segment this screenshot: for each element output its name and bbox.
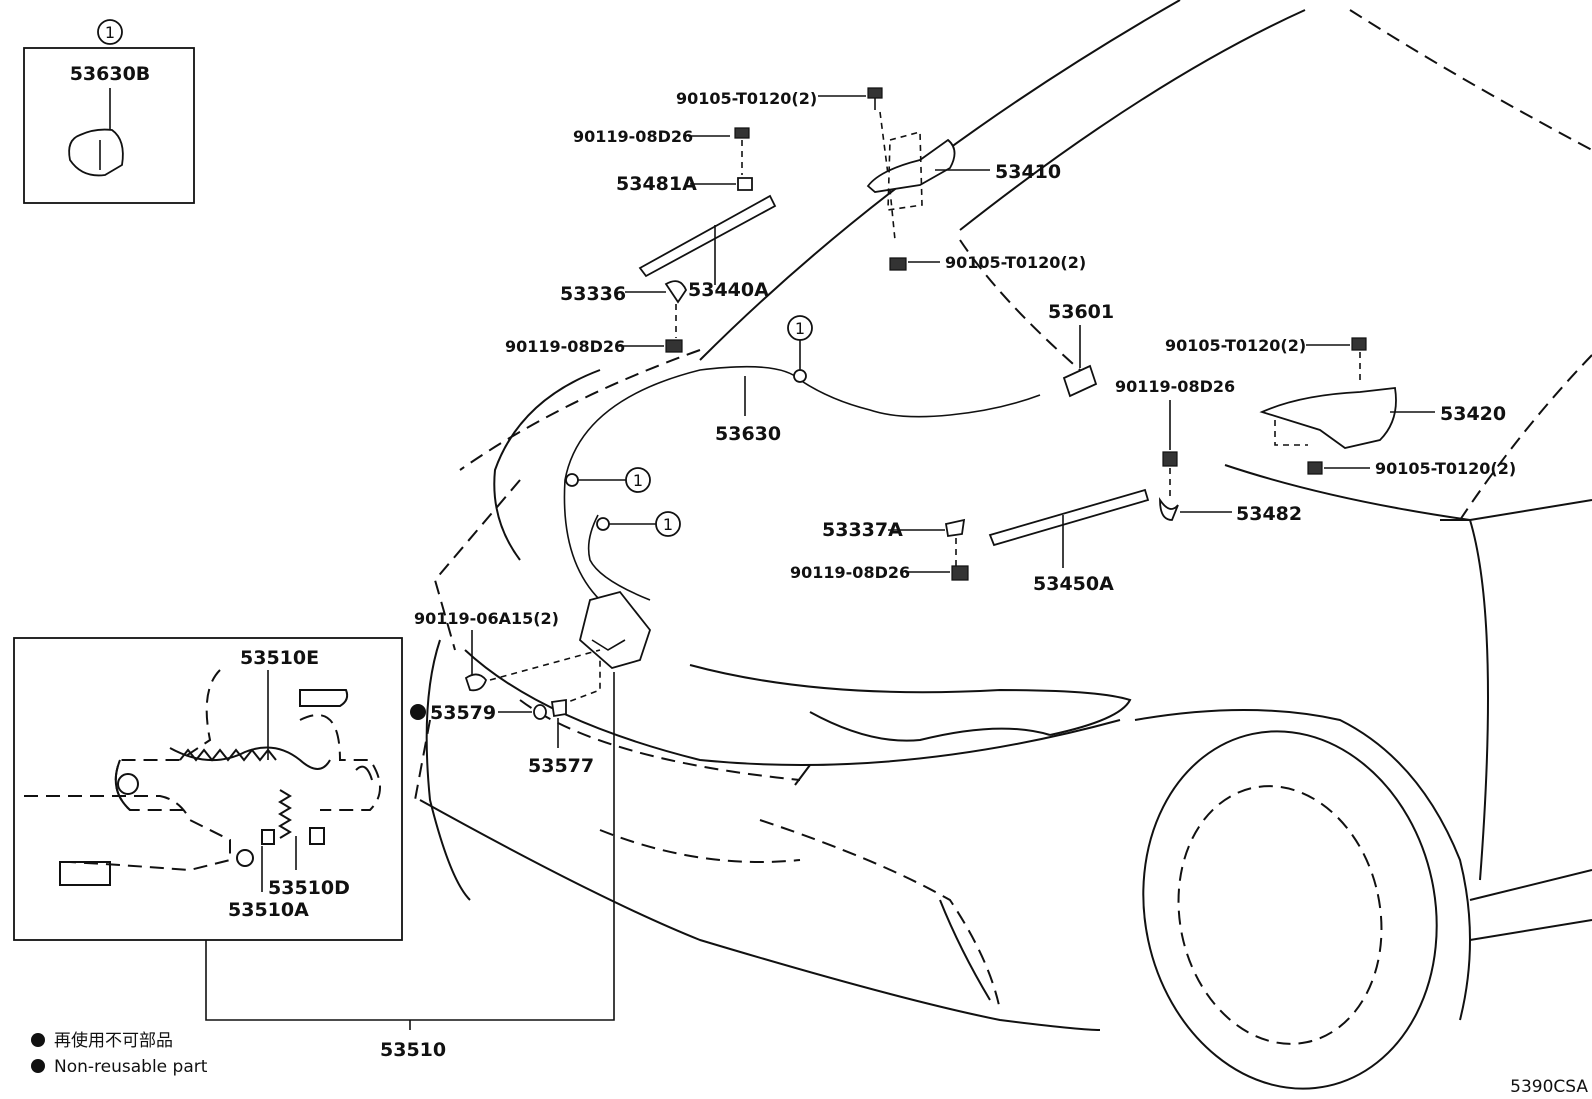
bolt-icon xyxy=(889,257,907,271)
bolt-icon xyxy=(1351,337,1367,351)
bolt-icon xyxy=(665,339,683,353)
cushion-53579 xyxy=(533,704,547,720)
label-90105-t0120-r2: 90105-T0120(2) xyxy=(1375,459,1516,478)
bracket-53337a xyxy=(944,518,966,538)
bolt-icon xyxy=(464,673,488,692)
ref-marker-1: 1 xyxy=(663,515,673,534)
label-53601: 53601 xyxy=(1048,301,1114,323)
label-53630b: 53630B xyxy=(70,63,151,85)
hood-lock-cable: 1 1 1 53630 xyxy=(563,315,1041,601)
legend-line-jp: 再使用不可部品 xyxy=(54,1030,173,1051)
label-90105-t0120-r1: 90105-T0120(2) xyxy=(1165,336,1306,355)
hood-lock-53510 xyxy=(578,590,652,669)
spring-53510e xyxy=(169,746,331,770)
bolt-icon xyxy=(1162,451,1178,467)
label-53577: 53577 xyxy=(528,755,594,777)
label-53630: 53630 xyxy=(715,423,781,445)
bolt-icon xyxy=(951,565,969,581)
gas-strut-53440a xyxy=(638,194,777,278)
bracket-53481a xyxy=(737,177,753,191)
label-53440a: 53440A xyxy=(688,279,769,301)
bolt-icon xyxy=(734,127,750,139)
label-53337a: 53337A xyxy=(822,519,903,541)
ref-marker-1: 1 xyxy=(633,471,643,490)
label-53510a: 53510A xyxy=(228,899,309,921)
release-handle-53601 xyxy=(1062,364,1098,398)
label-53510: 53510 xyxy=(380,1039,446,1061)
spring-53510d xyxy=(278,789,292,839)
hood-release-handle: 53601 xyxy=(1048,301,1114,398)
legend: 再使用不可部品 Non-reusable part xyxy=(31,1030,208,1077)
bracket-53336 xyxy=(664,280,688,304)
label-90119-08d26-b: 90119-08D26 xyxy=(505,337,625,356)
ref-marker-1: 1 xyxy=(795,319,805,338)
label-90119-08d26-a: 90119-08D26 xyxy=(573,127,693,146)
hood-hinge-rh: 90105-T0120(2) 53420 90105-T0120(2) xyxy=(1165,336,1516,478)
hood-hinge-53420 xyxy=(1259,387,1397,449)
label-90105-t0120-top: 90105-T0120(2) xyxy=(676,89,817,108)
label-53450a: 53450A xyxy=(1033,573,1114,595)
label-53336: 53336 xyxy=(560,283,626,305)
non-reusable-dot xyxy=(410,704,426,720)
label-90105-t0120-mid: 90105-T0120(2) xyxy=(945,253,1086,272)
hood-support-lh: 90119-08D26 53481A 53440A 53336 90119-08… xyxy=(505,127,777,356)
legend-line-en: Non-reusable part xyxy=(54,1057,208,1077)
hood-hinge-53410 xyxy=(866,138,956,193)
label-90119-06a15: 90119-06A15(2) xyxy=(414,609,559,628)
bolt-icon xyxy=(1307,461,1323,475)
figure-code: 5390CSA xyxy=(1510,1077,1588,1097)
bracket-53482 xyxy=(1159,497,1179,521)
label-90119-08d26-d: 90119-08D26 xyxy=(790,563,910,582)
hood-hinge-lh: 90105-T0120(2) 53410 90105-T0120(2) xyxy=(676,87,1086,272)
label-53579: 53579 xyxy=(430,702,496,724)
clip-53577 xyxy=(550,698,567,718)
label-53510d: 53510D xyxy=(268,877,350,899)
label-53482: 53482 xyxy=(1236,503,1302,525)
bolt-icon xyxy=(867,87,883,99)
clip-icon xyxy=(68,128,124,177)
legend-dot xyxy=(31,1059,45,1073)
inset-hood-lock-detail: 53510E 53510D 53510A xyxy=(13,637,403,941)
label-53410: 53410 xyxy=(995,161,1061,183)
legend-dot xyxy=(31,1033,45,1047)
ref-marker-1: 1 xyxy=(105,23,115,42)
label-53481a: 53481A xyxy=(616,173,697,195)
hood-support-rh: 90119-08D26 53482 53337A 90119-08D26 534… xyxy=(790,377,1302,595)
hood-lock-assembly: 90119-06A15(2) 53579 53577 53510 xyxy=(205,590,652,1061)
gas-strut-53450a xyxy=(988,488,1150,547)
label-53510e: 53510E xyxy=(240,647,319,669)
inset-53630b: 1 53630B xyxy=(23,19,195,204)
label-90119-08d26-c: 90119-08D26 xyxy=(1115,377,1235,396)
label-53420: 53420 xyxy=(1440,403,1506,425)
